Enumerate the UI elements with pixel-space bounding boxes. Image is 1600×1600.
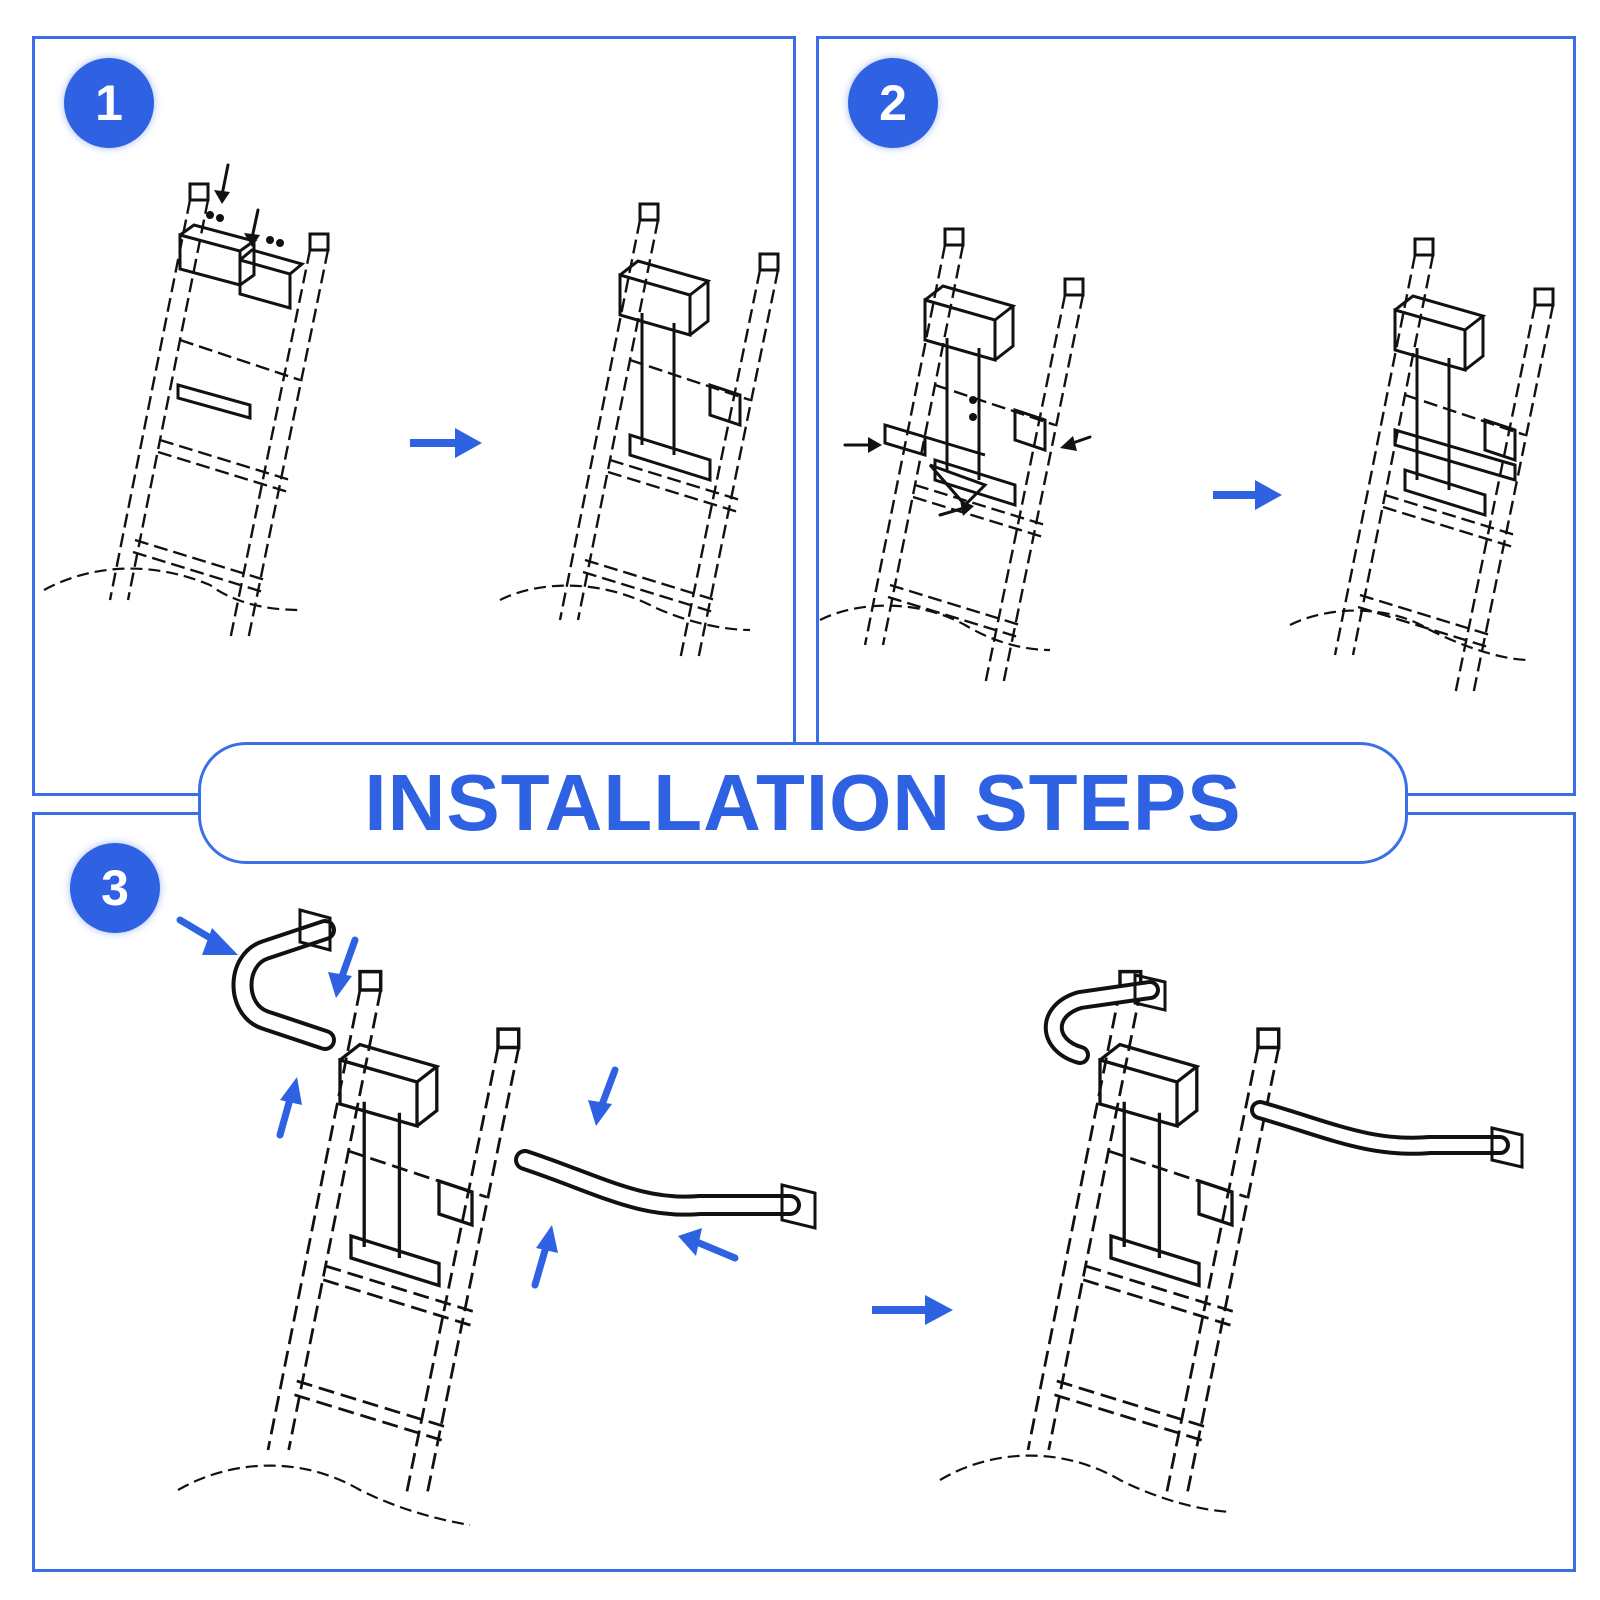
ground-line [939, 1454, 1231, 1514]
right-arrow-icon [410, 428, 482, 458]
pointer-arrow-icon [843, 435, 1092, 517]
title-banner: INSTALLATION STEPS [198, 742, 1408, 864]
pointer-arrow-icon [176, 916, 739, 1289]
step-3-before-drawing [266, 969, 521, 1498]
step-2-before-drawing [863, 227, 1085, 687]
right-arrow-icon [872, 1295, 953, 1325]
step-1-badge: 1 [64, 58, 154, 148]
step-1-before-drawing [108, 182, 330, 642]
pointer-arrow-icon [214, 163, 260, 247]
step-3-after-drawing [1026, 969, 1524, 1498]
step-1-panel [32, 36, 796, 796]
ground-line [43, 567, 301, 612]
handle-left-part [231, 908, 336, 1051]
step-2-badge: 2 [848, 58, 938, 148]
ground-line [1289, 609, 1531, 662]
page-title: INSTALLATION STEPS [364, 758, 1242, 847]
ground-line [177, 1464, 471, 1527]
ground-line [499, 584, 751, 632]
handle-right-part [514, 1149, 817, 1230]
step-3-badge: 3 [70, 843, 160, 933]
step-2-after-drawing [1333, 237, 1555, 697]
right-arrow-icon [1213, 480, 1282, 510]
step-1-after-drawing [558, 202, 780, 662]
ground-line [819, 604, 1051, 652]
